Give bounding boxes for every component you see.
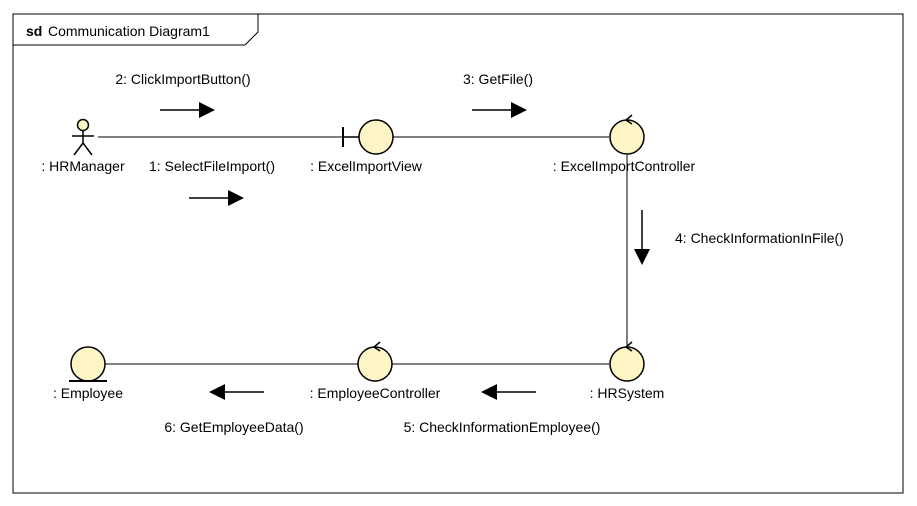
frame-label-tab xyxy=(13,14,259,46)
message-3-arrow xyxy=(472,102,527,118)
hr-system-label: : HRSystem xyxy=(590,385,665,401)
frame-keyword: sd xyxy=(26,23,42,39)
message-2-arrow xyxy=(160,102,215,118)
actor-left-leg xyxy=(73,142,84,156)
hr-system-control[interactable] xyxy=(609,341,645,382)
entity-circle xyxy=(70,346,106,382)
message-1-label: 1: SelectFileImport() xyxy=(149,158,275,174)
message-1-arrow xyxy=(189,190,244,206)
message-4-arrow xyxy=(634,210,650,265)
message-4-label: 4: CheckInformationInFile() xyxy=(675,230,844,246)
control-circle xyxy=(609,346,645,382)
frame-title: Communication Diagram1 xyxy=(48,23,210,39)
control-arrowhead xyxy=(624,114,633,125)
control-circle xyxy=(357,346,393,382)
diagram-frame xyxy=(12,13,904,494)
control-arrowhead xyxy=(624,341,633,352)
excel-import-controller-label: : ExcelImportController xyxy=(553,158,696,174)
employee-entity[interactable] xyxy=(69,346,107,382)
boundary-circle xyxy=(358,119,394,155)
employee-controller-control[interactable] xyxy=(357,341,393,382)
excel-import-view-label: : ExcelImportView xyxy=(310,158,423,174)
message-3-label: 3: GetFile() xyxy=(463,71,533,87)
actor-right-leg xyxy=(82,142,93,156)
hr-manager-label: : HRManager xyxy=(41,158,125,174)
excel-import-view-boundary[interactable] xyxy=(342,119,394,155)
excel-import-controller-control[interactable] xyxy=(609,114,645,155)
employee-label: : Employee xyxy=(53,385,123,401)
actor-head xyxy=(76,118,90,132)
message-6-label: 6: GetEmployeeData() xyxy=(164,419,303,435)
hr-manager-actor[interactable] xyxy=(72,118,94,156)
control-arrowhead xyxy=(372,341,381,352)
employee-controller-label: : EmployeeController xyxy=(310,385,441,401)
message-2-label: 2: ClickImportButton() xyxy=(115,71,250,87)
message-6-arrow xyxy=(209,384,264,400)
message-5-arrow xyxy=(481,384,536,400)
message-5-label: 5: CheckInformationEmployee() xyxy=(404,419,601,435)
control-circle xyxy=(609,119,645,155)
